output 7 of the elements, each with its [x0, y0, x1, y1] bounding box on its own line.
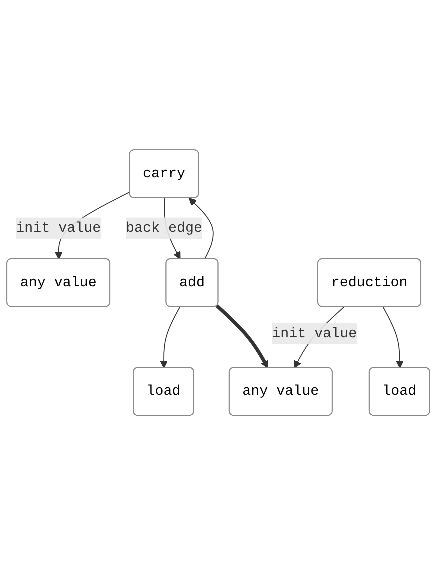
- arrow: [216, 304, 268, 368]
- arrow: [188, 198, 214, 260]
- edge-label: init value: [16, 220, 102, 236]
- arrow: [382, 306, 404, 368]
- edge-label: init value: [272, 326, 358, 342]
- edge-label: back edge: [126, 220, 202, 236]
- arrow: [160, 306, 181, 368]
